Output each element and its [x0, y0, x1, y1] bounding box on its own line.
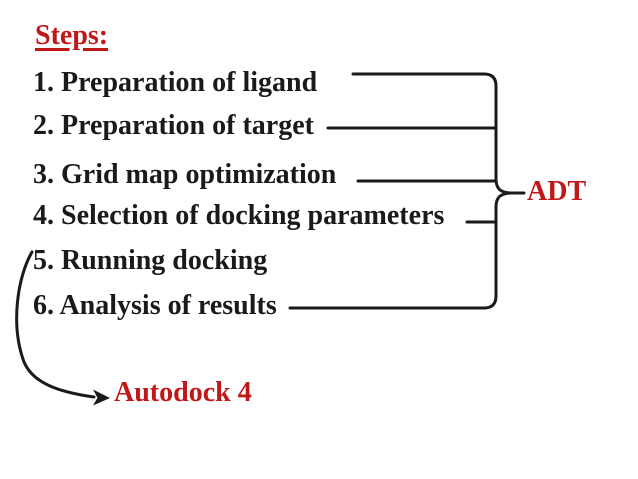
step-item-5: 5. Running docking — [33, 245, 268, 276]
adt-group-label: ADT — [527, 176, 587, 207]
step-item-1: 1. Preparation of ligand — [33, 67, 318, 98]
autodock-arrowhead-icon — [93, 389, 110, 406]
step-item-6: 6. Analysis of results — [33, 290, 277, 321]
adt-brace — [288, 72, 512, 310]
step-item-2: 2. Preparation of target — [33, 110, 314, 141]
step-item-3: 3. Grid map optimization — [33, 159, 337, 190]
autodock-label: Autodock 4 — [114, 377, 252, 408]
step-item-4: 4. Selection of docking parameters — [33, 200, 445, 231]
page-title: Steps: — [35, 20, 109, 51]
